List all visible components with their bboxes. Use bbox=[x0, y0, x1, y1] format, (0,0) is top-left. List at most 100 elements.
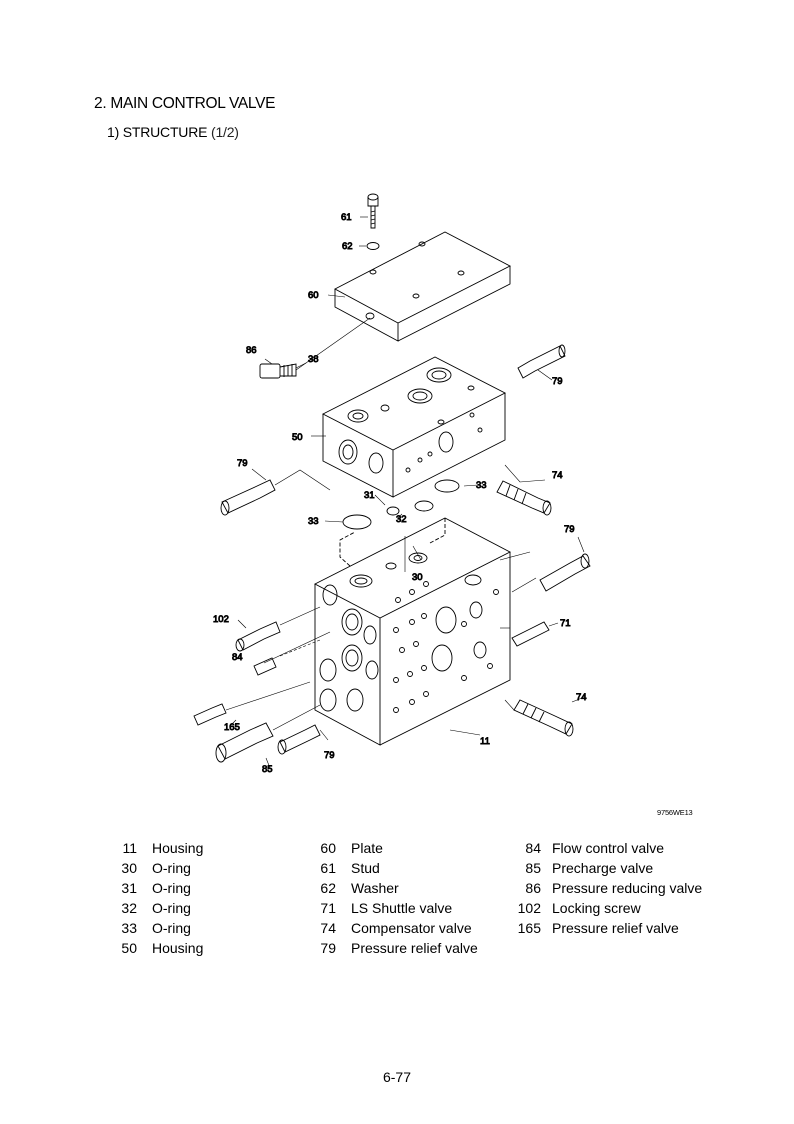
part-number: 165 bbox=[517, 920, 541, 936]
part-row: 60 Plate bbox=[310, 838, 478, 858]
callout-74-top: 74 bbox=[552, 470, 563, 481]
part-name: Pressure reducing valve bbox=[552, 880, 703, 896]
callout-71: 71 bbox=[560, 618, 571, 629]
part-number: 50 bbox=[121, 940, 137, 956]
callout-79-right: 79 bbox=[564, 524, 575, 535]
leader-lines bbox=[225, 216, 585, 769]
part-number: 86 bbox=[525, 880, 541, 896]
housing-11 bbox=[314, 517, 511, 746]
plate-60 bbox=[334, 231, 511, 342]
part-number: 62 bbox=[320, 880, 336, 896]
subsection-part: (1/2) bbox=[210, 124, 239, 140]
valve-79-top bbox=[517, 344, 566, 379]
page-number: 6-77 bbox=[382, 1069, 412, 1085]
part-name: LS Shuttle valve bbox=[351, 900, 453, 916]
parts-list-col3: 84 Flow control valve 85 Precharge valve 8… bbox=[511, 838, 703, 938]
part-name: Pressure relief valve bbox=[552, 920, 679, 936]
stud-61 bbox=[367, 193, 379, 229]
part-name: O-ring bbox=[152, 920, 191, 936]
part-row: 11 Housing bbox=[111, 838, 203, 858]
part-name: O-ring bbox=[152, 860, 191, 876]
part-number: 30 bbox=[121, 860, 137, 876]
callout-102: 102 bbox=[213, 614, 229, 625]
callout-60: 60 bbox=[308, 290, 319, 301]
part-number: 31 bbox=[121, 880, 137, 896]
part-number: 85 bbox=[525, 860, 541, 876]
part-number: 11 bbox=[122, 840, 137, 856]
part-number: 61 bbox=[320, 860, 336, 876]
valve-85 bbox=[215, 722, 274, 763]
part-number: 74 bbox=[320, 920, 336, 936]
part-row: 50 Housing bbox=[111, 938, 203, 958]
callout-74-bottom: 74 bbox=[576, 692, 587, 703]
part-name: Precharge valve bbox=[552, 860, 654, 876]
part-name: Locking screw bbox=[552, 900, 641, 916]
part-row: 165 Pressure relief valve bbox=[511, 918, 702, 938]
valve-71 bbox=[511, 621, 550, 647]
valve-74-top bbox=[496, 480, 552, 516]
callout-165: 165 bbox=[224, 722, 240, 733]
part-number: 84 bbox=[525, 840, 541, 856]
callout-61: 61 bbox=[341, 212, 352, 223]
part-row: 33 O-ring bbox=[111, 918, 203, 938]
valve-102 bbox=[235, 621, 281, 652]
callout-38: 38 bbox=[308, 354, 319, 365]
part-row: 86 Pressure reducing valve bbox=[511, 878, 702, 898]
o-ring-33-left bbox=[342, 514, 372, 530]
part-name: Stud bbox=[351, 860, 380, 876]
washer-62 bbox=[366, 242, 380, 250]
part-row: 74 Compensator valve bbox=[310, 918, 478, 938]
housing-50 bbox=[322, 356, 506, 498]
part-row: 85 Precharge valve bbox=[511, 858, 702, 878]
part-name: O-ring bbox=[152, 900, 191, 916]
callout-79-left: 79 bbox=[237, 458, 248, 469]
callout-30: 30 bbox=[412, 572, 423, 583]
valve-84 bbox=[253, 657, 277, 676]
part-name: Housing bbox=[152, 840, 204, 856]
part-name: Washer bbox=[351, 880, 399, 896]
callout-86: 86 bbox=[246, 345, 257, 356]
part-name: Flow control valve bbox=[552, 840, 665, 856]
part-name: O-ring bbox=[152, 880, 191, 896]
part-name: Pressure relief valve bbox=[351, 940, 478, 956]
part-row: 79 Pressure relief valve bbox=[310, 938, 478, 958]
part-number: 79 bbox=[320, 940, 336, 956]
part-number: 102 bbox=[517, 900, 541, 916]
section-heading: 2. MAIN CONTROL VALVE bbox=[94, 95, 276, 112]
part-row: 102 Locking screw bbox=[511, 898, 702, 918]
o-ring-32 bbox=[414, 500, 434, 512]
valve-79-right bbox=[539, 553, 591, 592]
subsection-heading: 1) STRUCTURE (1/2) bbox=[107, 124, 239, 140]
part-number: 60 bbox=[320, 840, 336, 856]
callout-85: 85 bbox=[262, 764, 273, 775]
o-ring-33-right bbox=[434, 479, 460, 493]
part-row: 31 O-ring bbox=[111, 878, 203, 898]
part-row: 62 Washer bbox=[310, 878, 478, 898]
figure-code: 9756WE13 bbox=[657, 808, 693, 817]
callout-79-top: 79 bbox=[552, 376, 563, 387]
callout-31: 31 bbox=[364, 490, 375, 501]
valve-74-bottom bbox=[513, 699, 574, 737]
part-row: 30 O-ring bbox=[111, 858, 203, 878]
valve-86 bbox=[259, 363, 297, 379]
callout-33-left: 33 bbox=[308, 516, 319, 527]
exploded-valve-diagram: 61 62 60 86 38 79 50 79 74 31 33 33 32 7… bbox=[193, 193, 591, 775]
part-name: Plate bbox=[351, 840, 383, 856]
part-row: 61 Stud bbox=[310, 858, 478, 878]
part-name: Compensator valve bbox=[351, 920, 472, 936]
callout-11: 11 bbox=[480, 736, 490, 747]
callout-33-right: 33 bbox=[476, 480, 487, 491]
part-row: 84 Flow control valve bbox=[511, 838, 702, 858]
part-number: 33 bbox=[121, 920, 137, 936]
callout-50: 50 bbox=[292, 432, 303, 443]
valve-79-bottom bbox=[277, 724, 321, 755]
o-ring-31 bbox=[386, 506, 400, 516]
callout-32: 32 bbox=[396, 514, 407, 525]
part-name: Housing bbox=[152, 940, 204, 956]
callout-79-bottom: 79 bbox=[324, 750, 335, 761]
valve-79-left bbox=[220, 479, 276, 516]
